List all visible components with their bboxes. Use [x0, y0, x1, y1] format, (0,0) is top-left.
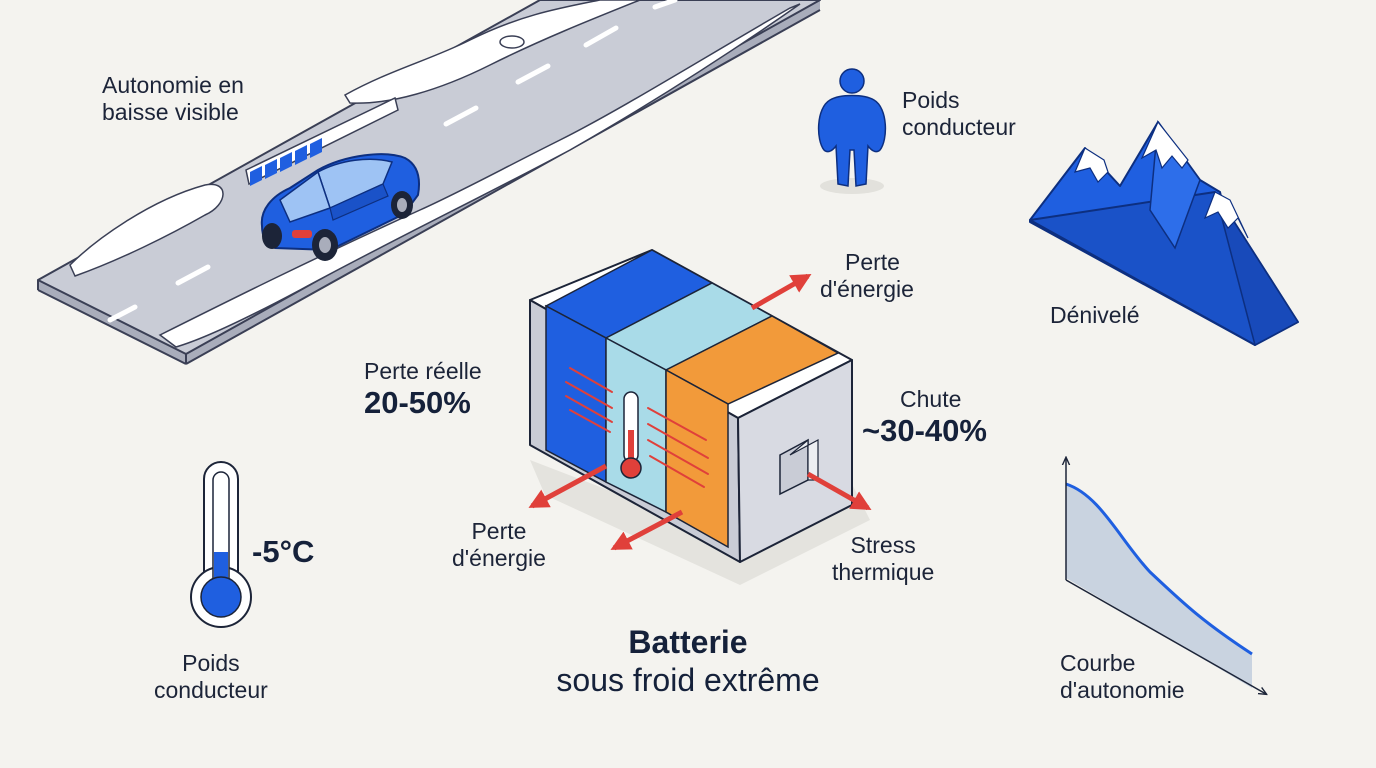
- autonomy-curve-label: Courbe d'autonomie: [1060, 650, 1185, 704]
- autonomy-label: Autonomie en baisse visible: [102, 72, 244, 126]
- thermal-stress-line1: Stress: [850, 532, 916, 558]
- autonomy-curve-line1: Courbe: [1060, 650, 1136, 676]
- driver-weight-top-line1: Poids: [902, 87, 960, 113]
- driver-weight-top-line2: conducteur: [902, 114, 1016, 140]
- battery-gauge-icon: [245, 96, 399, 186]
- temperature-value: -5°C: [252, 534, 315, 569]
- driver-weight-bottom-line1: Poids: [182, 650, 240, 676]
- energy-loss-label-bottom: Perte d'énergie: [452, 518, 546, 572]
- mountain-icon: [1029, 119, 1300, 347]
- real-loss-label: Perte réelle 20-50%: [364, 358, 482, 420]
- energy-loss-top-line1: Perte: [845, 249, 900, 275]
- driver-weight-label-bottom: Poids conducteur: [154, 650, 268, 704]
- thermal-stress-label: Stress thermique: [832, 532, 934, 586]
- energy-loss-bottom-line1: Perte: [471, 518, 527, 544]
- drop-value: ~30-40%: [862, 413, 987, 448]
- driver-weight-label-top: Poids conducteur: [902, 87, 1016, 141]
- drop-label: Chute ~30-40%: [862, 386, 987, 448]
- thermal-stress-line2: thermique: [832, 559, 935, 585]
- autonomy-curve-line2: d'autonomie: [1060, 677, 1185, 703]
- person-icon: [817, 68, 887, 194]
- main-title-bold: Batterie: [628, 624, 748, 660]
- driver-weight-bottom-line2: conducteur: [154, 677, 268, 703]
- autonomy-label-line1: Autonomie en: [102, 72, 244, 98]
- energy-loss-top-line2: d'énergie: [820, 276, 914, 302]
- energy-loss-bottom-line2: d'énergie: [452, 545, 546, 571]
- road: [37, 0, 821, 365]
- autonomy-curve-icon: [1066, 458, 1266, 694]
- main-title: Batterie sous froid extrême: [528, 623, 848, 699]
- energy-loss-arrows: [528, 273, 872, 551]
- real-loss-value: 20-50%: [364, 385, 471, 420]
- main-subtitle: sous froid extrême: [556, 662, 820, 698]
- thermometer-icon: [190, 461, 252, 628]
- battery-cell-icon: [529, 249, 870, 585]
- car-icon: [260, 153, 421, 261]
- elevation-label: Dénivelé: [1050, 302, 1140, 328]
- autonomy-label-line2: baisse visible: [102, 99, 239, 125]
- energy-loss-label-top: Perte d'énergie: [820, 249, 914, 303]
